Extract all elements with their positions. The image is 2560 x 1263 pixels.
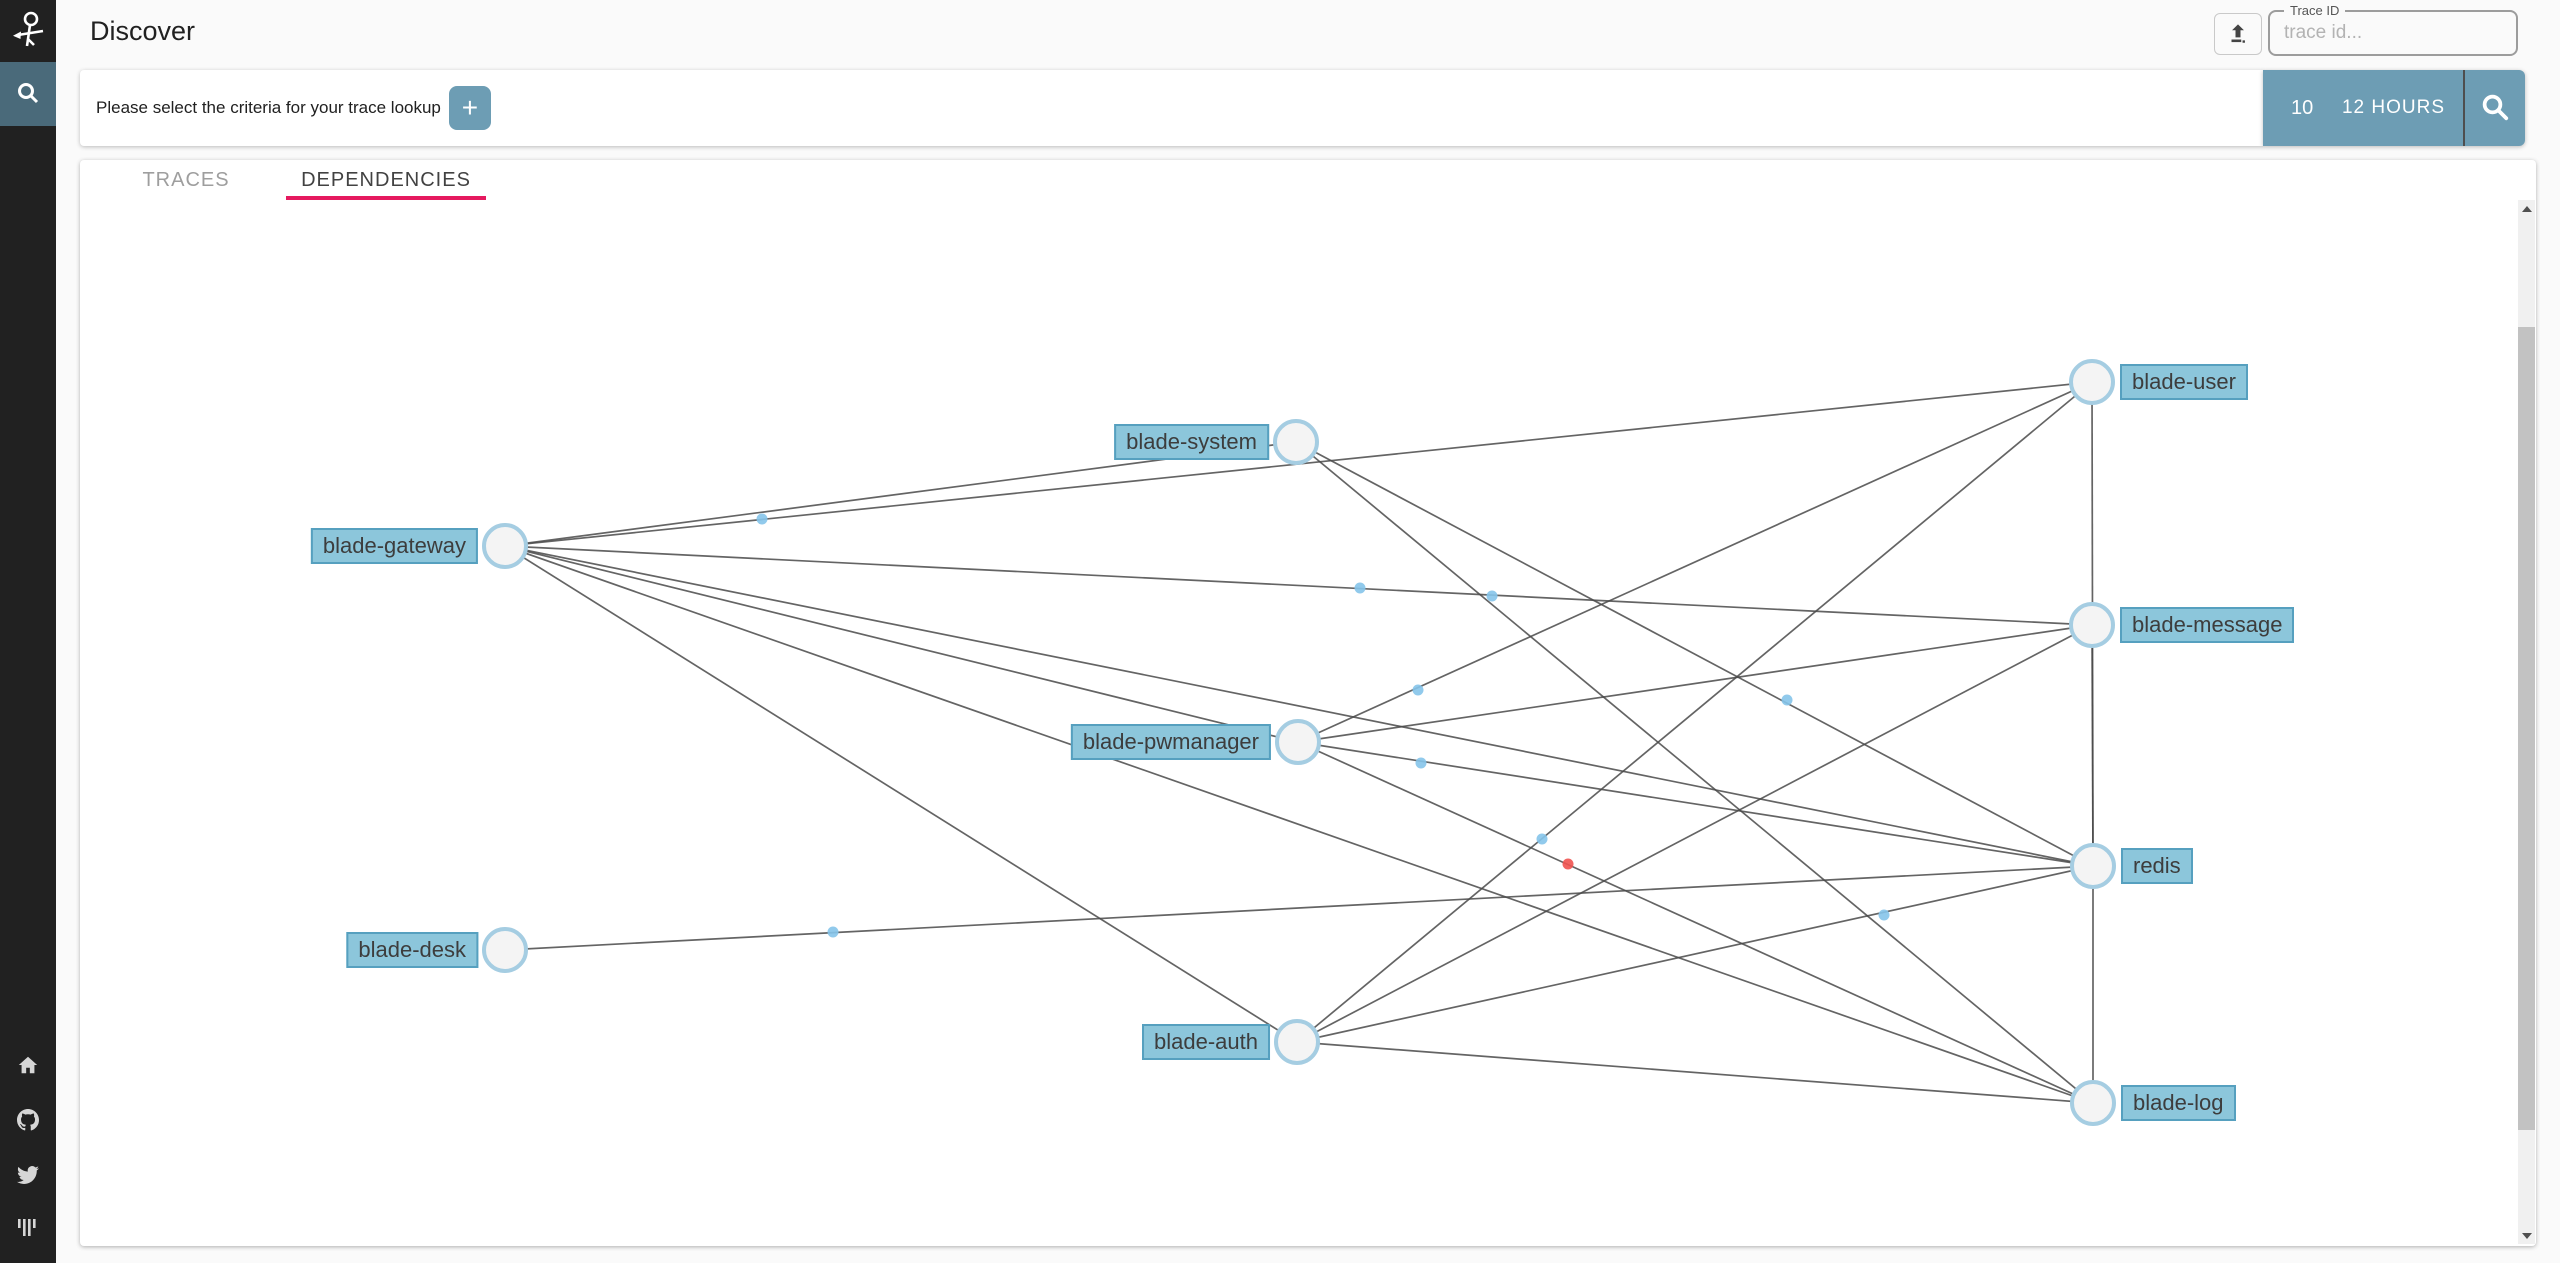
zipkin-logo[interactable] bbox=[0, 0, 56, 62]
edge-blade-auth-redis bbox=[1296, 865, 2094, 1043]
node-label-blade-auth[interactable]: blade-auth bbox=[1142, 1024, 1270, 1060]
edge-particle bbox=[1354, 582, 1366, 594]
scrollbar-down-arrow[interactable] bbox=[2518, 1227, 2535, 1244]
edge-blade-desk-redis bbox=[504, 865, 2094, 951]
edge-blade-auth-blade-message bbox=[1296, 624, 2093, 1043]
edge-blade-auth-blade-log bbox=[1296, 1041, 2094, 1104]
edge-particle bbox=[756, 513, 768, 525]
node-circle-blade-auth[interactable] bbox=[1274, 1019, 1320, 1065]
edge-particle bbox=[1781, 694, 1793, 706]
node-label-blade-system[interactable]: blade-system bbox=[1114, 424, 1269, 460]
node-circle-blade-log[interactable] bbox=[2070, 1080, 2116, 1126]
node-circle-blade-pwmanager[interactable] bbox=[1275, 719, 1321, 765]
edge-blade-pwmanager-blade-message bbox=[1297, 624, 2093, 743]
node-circle-blade-system[interactable] bbox=[1273, 419, 1319, 465]
lookback-value[interactable]: 12 HOURS bbox=[2341, 97, 2445, 118]
dependency-graph: blade-gateway blade-desk blade-system blade… bbox=[80, 200, 2536, 1244]
node-circle-blade-message[interactable] bbox=[2069, 602, 2115, 648]
node-label-blade-log[interactable]: blade-log bbox=[2121, 1085, 2236, 1121]
gitter-icon bbox=[17, 1219, 39, 1241]
edge-blade-gateway-blade-auth bbox=[504, 545, 1298, 1043]
node-circle-blade-user[interactable] bbox=[2069, 359, 2115, 405]
edge-blade-gateway-blade-log bbox=[504, 545, 2094, 1104]
sidebar bbox=[0, 0, 56, 1263]
node-label-blade-user[interactable]: blade-user bbox=[2120, 364, 2248, 400]
upload-icon bbox=[2225, 20, 2251, 49]
tab-dependencies[interactable]: DEPENDENCIES bbox=[286, 160, 486, 200]
edge-particle bbox=[1878, 909, 1890, 921]
node-label-blade-gateway[interactable]: blade-gateway bbox=[310, 528, 478, 564]
trace-id-field[interactable]: Trace ID bbox=[2268, 3, 2518, 56]
edge-blade-gateway-redis bbox=[504, 545, 2094, 867]
edge-blade-system-blade-log bbox=[1295, 441, 2094, 1104]
tab-bar: TRACES DEPENDENCIES bbox=[80, 160, 2536, 200]
zipkin-logo-icon bbox=[10, 10, 46, 53]
edge-particle bbox=[1415, 757, 1427, 769]
content-card: TRACES DEPENDENCIES blade-gateway blade-d… bbox=[80, 160, 2536, 1246]
lookup-criteria-bar[interactable]: Please select the criteria for your trac… bbox=[80, 70, 2263, 146]
edge-blade-gateway-blade-message bbox=[504, 545, 2093, 626]
node-label-redis[interactable]: redis bbox=[2121, 848, 2193, 884]
lookup-prompt: Please select the criteria for your trac… bbox=[96, 98, 441, 117]
page-title: Discover bbox=[90, 16, 196, 46]
node-label-blade-desk[interactable]: blade-desk bbox=[346, 932, 478, 968]
search-row: Please select the criteria for your trac… bbox=[80, 70, 2525, 146]
github-icon bbox=[17, 1109, 39, 1131]
limit-value[interactable]: 10 bbox=[2291, 96, 2314, 119]
sidebar-item-gitter[interactable] bbox=[17, 1219, 39, 1241]
add-criteria-button[interactable]: + bbox=[448, 86, 491, 130]
search-icon bbox=[2480, 92, 2510, 125]
trace-id-input[interactable] bbox=[2270, 12, 2516, 54]
sidebar-item-github[interactable] bbox=[17, 1109, 39, 1131]
home-icon bbox=[17, 1054, 39, 1076]
header: Discover Trace ID bbox=[56, 0, 2560, 68]
edge-blade-pwmanager-blade-user bbox=[1297, 381, 2093, 743]
search-settings: 10 12 HOURS bbox=[2263, 70, 2525, 146]
edge-particle bbox=[1412, 684, 1424, 696]
edge-blade-auth-blade-user bbox=[1296, 381, 2093, 1043]
dependency-graph-svg bbox=[482, 359, 2116, 1126]
node-label-blade-pwmanager[interactable]: blade-pwmanager bbox=[1070, 724, 1271, 760]
edge-particle bbox=[827, 926, 839, 938]
edge-particle bbox=[1536, 833, 1548, 845]
node-labels: blade-gateway blade-desk blade-system blade… bbox=[80, 200, 2536, 1244]
divider bbox=[2463, 70, 2465, 146]
edge-blade-system-redis bbox=[1295, 441, 2094, 867]
node-circle-blade-desk[interactable] bbox=[482, 927, 528, 973]
search-button[interactable] bbox=[2465, 70, 2525, 146]
node-label-blade-message[interactable]: blade-message bbox=[2120, 607, 2295, 643]
trace-id-label: Trace ID bbox=[2284, 3, 2346, 18]
sidebar-item-search[interactable] bbox=[0, 62, 56, 126]
edge-blade-gateway-blade-pwmanager bbox=[504, 545, 1299, 743]
twitter-icon bbox=[17, 1164, 39, 1186]
scrollbar-thumb[interactable] bbox=[2518, 327, 2535, 1130]
edge-particle bbox=[1486, 590, 1498, 602]
edge-blade-pwmanager-redis bbox=[1297, 741, 2094, 867]
upload-button[interactable] bbox=[2214, 13, 2262, 55]
sidebar-item-home[interactable] bbox=[17, 1054, 39, 1076]
sidebar-item-twitter[interactable] bbox=[17, 1164, 39, 1186]
edge-blade-message-redis bbox=[2091, 624, 2094, 867]
sidebar-footer bbox=[0, 1054, 56, 1263]
scrollbar[interactable] bbox=[2518, 200, 2535, 1244]
edge-blade-pwmanager-blade-log bbox=[1297, 741, 2094, 1104]
node-circle-redis[interactable] bbox=[2070, 843, 2116, 889]
node-circle-blade-gateway[interactable] bbox=[482, 523, 528, 569]
tab-traces[interactable]: TRACES bbox=[86, 160, 286, 200]
scrollbar-up-arrow[interactable] bbox=[2518, 200, 2535, 217]
search-icon bbox=[16, 81, 40, 108]
edge-particle bbox=[1562, 858, 1574, 870]
